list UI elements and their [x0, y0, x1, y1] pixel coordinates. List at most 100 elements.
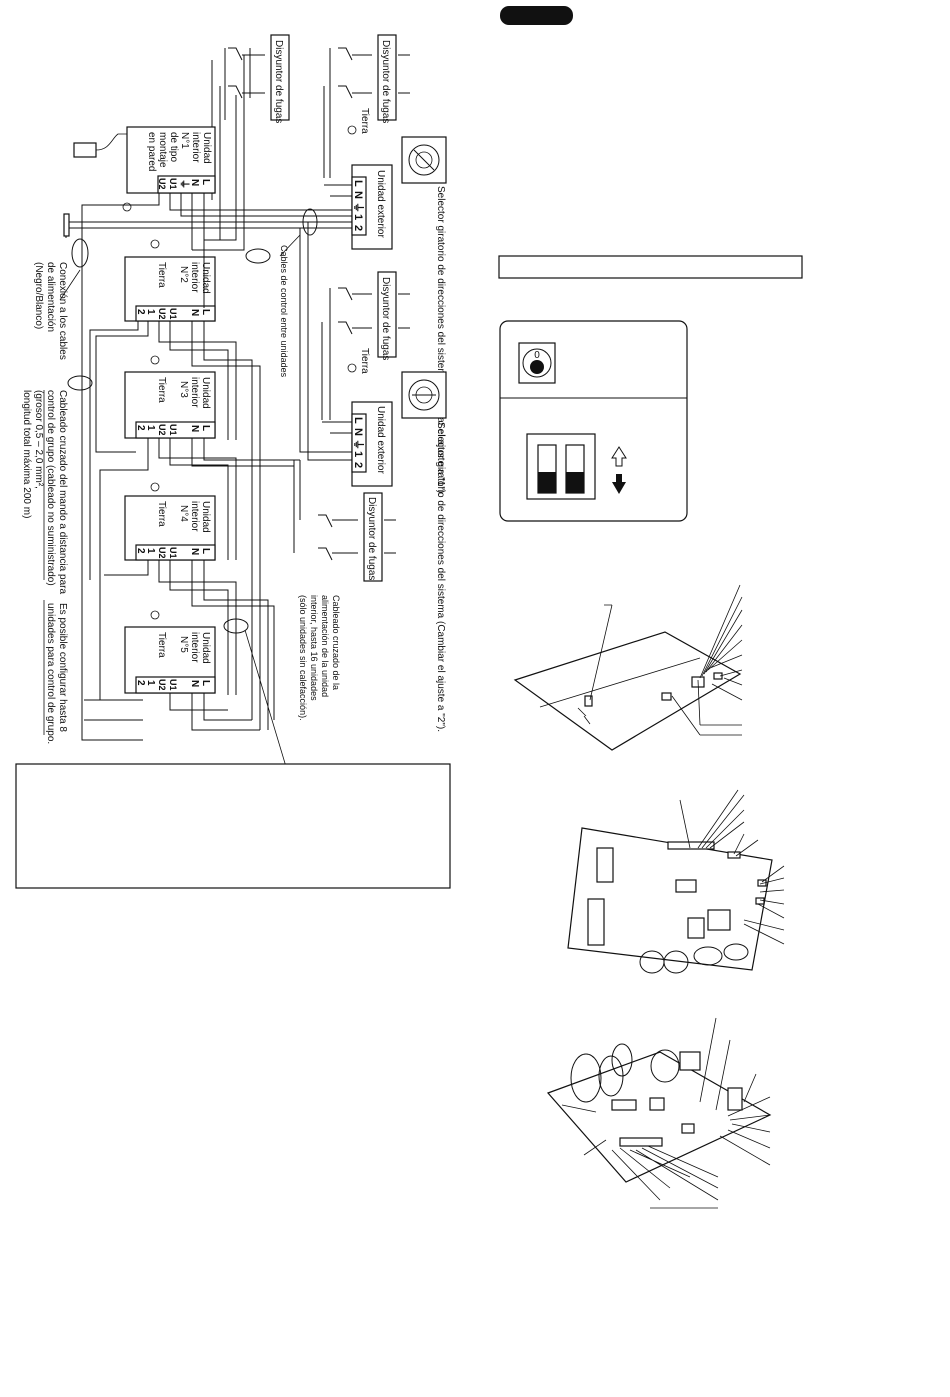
svg-text:L: L — [200, 425, 211, 431]
svg-text:⏚: ⏚ — [178, 179, 190, 189]
indoor-unit-2: Unidad interior N°2 Tierra L N U1 U2 1 2 — [124, 256, 216, 322]
svg-text:0: 0 — [534, 350, 540, 361]
ground-symbols — [122, 202, 160, 620]
note-power-cross: Cableado cruzado de la alimentación de l… — [298, 595, 341, 721]
svg-text:N: N — [352, 428, 364, 436]
svg-text:(sólo unidades sin calefacción: (sólo unidades sin calefacción). — [298, 595, 308, 721]
svg-text:N°4: N°4 — [178, 505, 189, 522]
svg-text:Selector giratorio de direccio: Selector giratorio de direcciones del si… — [435, 186, 446, 496]
svg-text:Unidad: Unidad — [200, 377, 211, 409]
svg-text:2: 2 — [352, 462, 364, 468]
rotary-selector-icon — [408, 379, 440, 411]
breaker-1: Disyuntor de fugas — [211, 34, 290, 240]
svg-text:U1: U1 — [168, 308, 178, 320]
breaker-3: Disyuntor de fugas — [321, 271, 410, 420]
svg-text:2: 2 — [135, 548, 146, 554]
svg-text:Tierra: Tierra — [156, 262, 167, 288]
svg-text:interior, hasta 16 unidades: interior, hasta 16 unidades — [309, 595, 319, 701]
svg-text:2: 2 — [135, 680, 146, 686]
svg-text:N: N — [189, 548, 200, 555]
svg-text:interior: interior — [189, 632, 200, 663]
outdoor-unit-1: Unidad exterior L N ⏚ 1 2 Selector girat… — [351, 136, 447, 496]
svg-text:1: 1 — [145, 425, 156, 431]
outdoor-unit-2: Unidad exterior L N ⏚ 1 2 Selector girat… — [351, 371, 447, 732]
breaker-label: Disyuntor de fugas — [380, 40, 391, 123]
svg-text:1: 1 — [145, 680, 156, 686]
svg-text:Es posible configurar hasta 8: Es posible configurar hasta 8 — [57, 603, 68, 732]
svg-text:interior: interior — [189, 377, 200, 408]
remote-controller-icon — [73, 133, 127, 158]
svg-text:Unidad: Unidad — [200, 262, 211, 294]
svg-text:longitud total máxima 200 m): longitud total máxima 200 m) — [21, 390, 32, 518]
svg-text:U1: U1 — [168, 547, 178, 559]
svg-text:alimentación de la unidad: alimentación de la unidad — [320, 595, 330, 697]
arrow-down-icon — [612, 474, 626, 494]
note-box — [15, 763, 451, 889]
svg-text:1: 1 — [352, 451, 364, 457]
rotary-dial-icon: 0 — [518, 342, 556, 384]
svg-text:2: 2 — [135, 425, 146, 431]
title-box — [498, 255, 803, 279]
svg-text:interior: interior — [189, 501, 200, 532]
svg-text:L: L — [200, 179, 211, 185]
power-connector-icon — [63, 213, 70, 237]
indoor-unit-4: Unidad interior N°4 Tierra L N U1 U2 1 2 — [124, 495, 216, 561]
svg-text:control de grupo (cableado no: control de grupo (cableado no suministra… — [45, 390, 56, 586]
wiring-lines — [65, 55, 352, 741]
svg-text:Cableado cruzado del mando a d: Cableado cruzado del mando a distancia p… — [57, 390, 68, 594]
svg-text:U1: U1 — [168, 424, 178, 436]
svg-text:Tierra: Tierra — [359, 348, 370, 374]
svg-text:N: N — [189, 309, 200, 316]
svg-text:1: 1 — [352, 214, 364, 220]
svg-text:Conexión a los cables: Conexión a los cables — [57, 262, 68, 360]
svg-text:U2: U2 — [157, 178, 167, 190]
svg-text:U2: U2 — [157, 308, 167, 320]
note-group-max: Es posible configurar hasta 8 unidades p… — [43, 600, 68, 744]
ground-label-1: Tierra — [347, 108, 370, 135]
svg-text:Unidad exterior: Unidad exterior — [375, 406, 386, 474]
rotary-selector-icon — [408, 144, 440, 176]
note-control-cables: Cables de control entre unidades — [279, 245, 289, 378]
svg-text:Unidad exterior: Unidad exterior — [375, 170, 386, 238]
svg-text:Unidad: Unidad — [200, 501, 211, 533]
svg-text:Tierra: Tierra — [359, 108, 370, 134]
breaker-label: Disyuntor de fugas — [273, 40, 284, 123]
svg-text:N°1: N°1 — [179, 132, 190, 149]
arrow-up-icon — [611, 446, 627, 467]
svg-text:N: N — [189, 425, 200, 432]
svg-text:Unidad: Unidad — [201, 132, 212, 164]
svg-text:interior: interior — [190, 132, 201, 163]
svg-text:1: 1 — [145, 309, 156, 315]
svg-text:Selector giratorio de direccio: Selector giratorio de direcciones del si… — [435, 422, 446, 732]
header-badge — [500, 6, 573, 25]
breaker-4: Disyuntor de fugas — [293, 460, 396, 582]
svg-text:N°2: N°2 — [178, 266, 189, 283]
svg-text:Tierra: Tierra — [156, 632, 167, 658]
svg-text:⏚: ⏚ — [352, 439, 365, 450]
wiring-diagram: Disyuntor de fugas Disyuntor de fugas Di… — [21, 34, 447, 781]
svg-text:U1: U1 — [168, 679, 178, 691]
svg-text:1: 1 — [145, 548, 156, 554]
selector-panel: 0 — [499, 320, 688, 522]
breaker-label: Disyuntor de fugas — [380, 277, 391, 360]
svg-text:(grosor 0,5 – 2,0 mm²,: (grosor 0,5 – 2,0 mm², — [33, 390, 44, 489]
svg-text:Tierra: Tierra — [156, 501, 167, 527]
svg-text:Cableado cruzado de la: Cableado cruzado de la — [331, 595, 341, 690]
svg-text:2: 2 — [352, 225, 364, 231]
breaker-2: Disyuntor de fugas — [323, 34, 410, 178]
svg-text:N: N — [189, 680, 200, 687]
pcb-board-1 — [513, 584, 743, 751]
svg-text:(Negro/Blanco): (Negro/Blanco) — [33, 262, 44, 329]
indoor-unit-1: Unidad interior N°1 de tipo montaje en p… — [73, 126, 216, 194]
svg-text:interior: interior — [189, 262, 200, 293]
pcb-board-3 — [546, 1017, 772, 1209]
svg-text:N: N — [352, 191, 364, 199]
svg-text:L: L — [352, 417, 364, 424]
svg-text:N: N — [189, 179, 200, 186]
pcb-board-2 — [567, 789, 785, 974]
svg-text:de tipo: de tipo — [168, 132, 179, 162]
svg-text:montaje: montaje — [157, 132, 168, 168]
svg-text:unidades para control de grupo: unidades para control de grupo. — [45, 603, 56, 744]
svg-text:en pared: en pared — [146, 132, 157, 171]
svg-text:U2: U2 — [157, 424, 167, 436]
